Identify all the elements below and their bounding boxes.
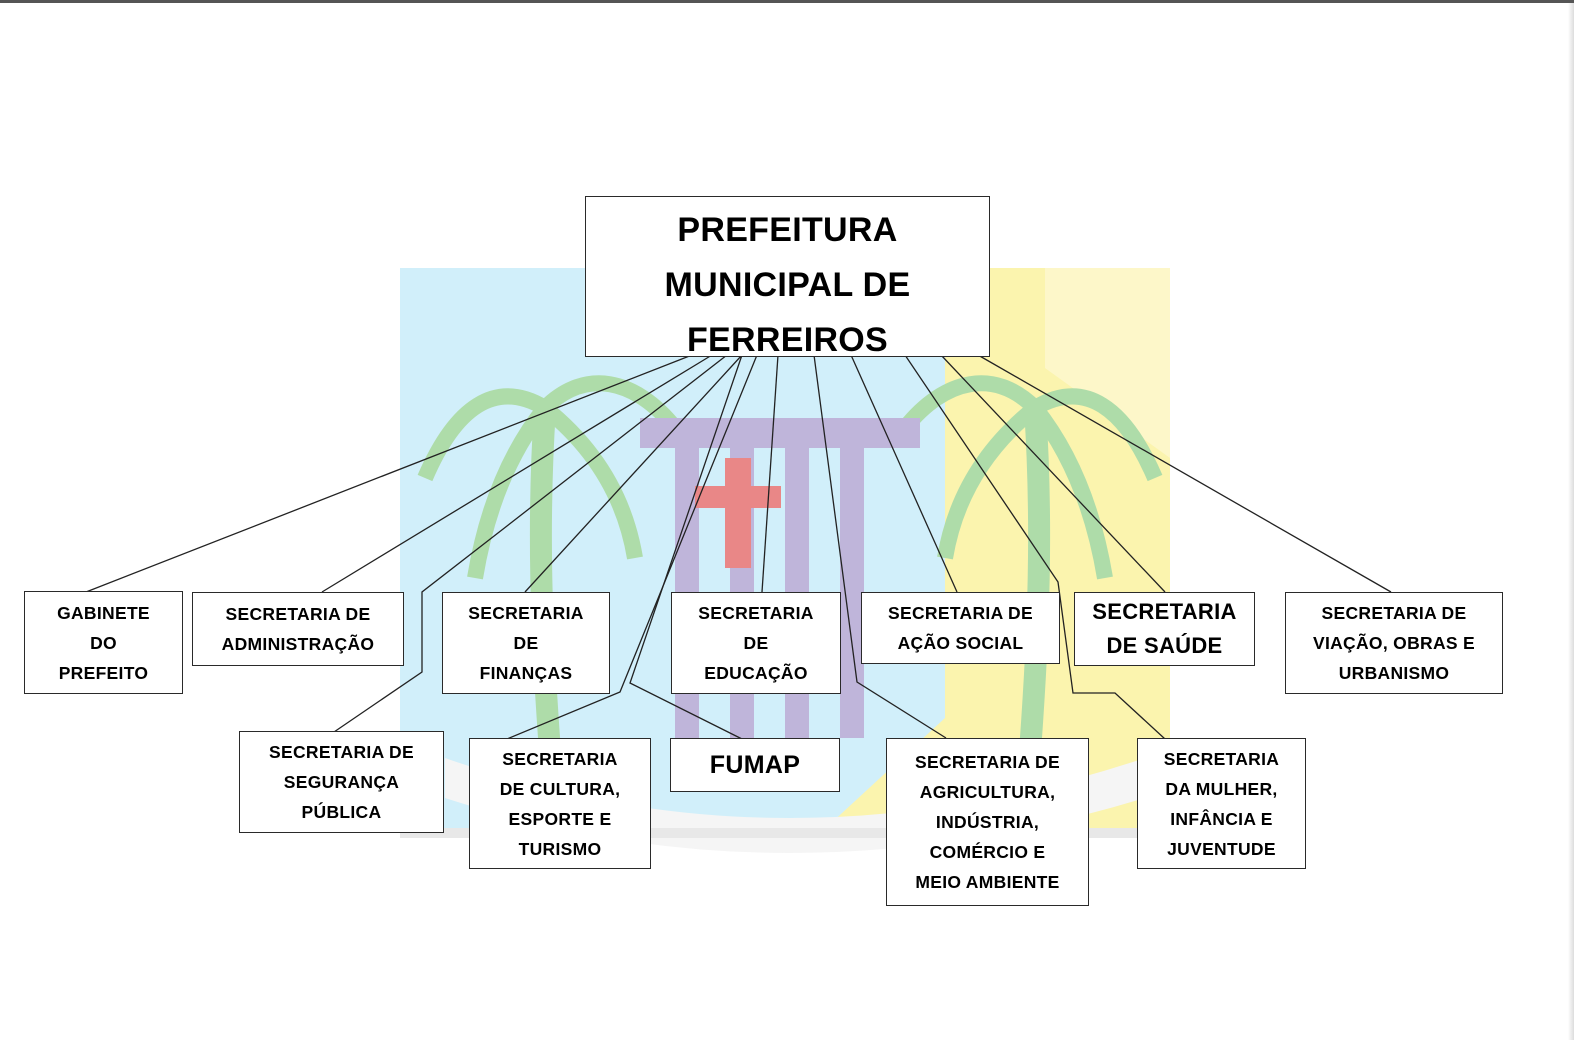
box-secretaria-financas: SECRETARIA DE FINANÇAS — [442, 592, 610, 694]
box-secretaria-seguranca-publica: SECRETARIA DE SEGURANÇA PÚBLICA — [239, 731, 444, 833]
box-fumap: FUMAP — [670, 738, 840, 792]
box-secretaria-agricultura-industria-comercio-meio-ambiente: SECRETARIA DE AGRICULTURA, INDÚSTRIA, CO… — [886, 738, 1089, 906]
window-top-border — [0, 0, 1574, 3]
connector-cultura — [506, 354, 758, 740]
connector-seguranca — [333, 354, 728, 733]
cross-icon-vertical — [725, 458, 751, 568]
box-secretaria-saude: SECRETARIA DE SAÚDE — [1074, 592, 1255, 666]
connector-agricultura — [813, 354, 947, 739]
connector-administracao — [321, 354, 713, 593]
box-gabinete-do-prefeito: GABINETE DO PREFEITO — [24, 591, 183, 694]
emblem-yellow-band-right — [1045, 268, 1170, 458]
emblem-yellow-band — [815, 268, 1170, 838]
page-edge-shadow — [1568, 3, 1574, 1040]
box-secretaria-viacao-obras-urbanismo: SECRETARIA DE VIAÇÃO, OBRAS E URBANISMO — [1285, 592, 1503, 694]
connector-educacao — [761, 354, 779, 593]
root-box-prefeitura: PREFEITURA MUNICIPAL DE FERREIROS — [585, 196, 990, 359]
connector-gabinete — [85, 354, 693, 593]
emblem-bar — [840, 448, 864, 738]
connector-saude — [940, 354, 1166, 593]
cross-icon-horizontal — [695, 486, 781, 508]
emblem-frame — [640, 418, 920, 448]
emblem-bottom-band — [400, 828, 1170, 838]
palm-left-leaves-icon — [417, 375, 682, 580]
connector-mulher — [904, 354, 1166, 740]
box-secretaria-acao-social: SECRETARIA DE AÇÃO SOCIAL — [861, 592, 1060, 664]
palm-right-leaves-icon — [898, 375, 1163, 580]
connector-financas — [524, 354, 743, 593]
box-secretaria-mulher-infancia-juventude: SECRETARIA DA MULHER, INFÂNCIA E JUVENTU… — [1137, 738, 1306, 869]
connector-fumap — [629, 354, 743, 740]
connector-acao-social — [850, 354, 958, 593]
box-secretaria-administracao: SECRETARIA DE ADMINISTRAÇÃO — [192, 592, 404, 666]
box-secretaria-educacao: SECRETARIA DE EDUCAÇÃO — [671, 592, 841, 694]
box-secretaria-cultura-esporte-turismo: SECRETARIA DE CULTURA, ESPORTE E TURISMO — [469, 738, 651, 869]
connector-viacao — [977, 354, 1392, 593]
